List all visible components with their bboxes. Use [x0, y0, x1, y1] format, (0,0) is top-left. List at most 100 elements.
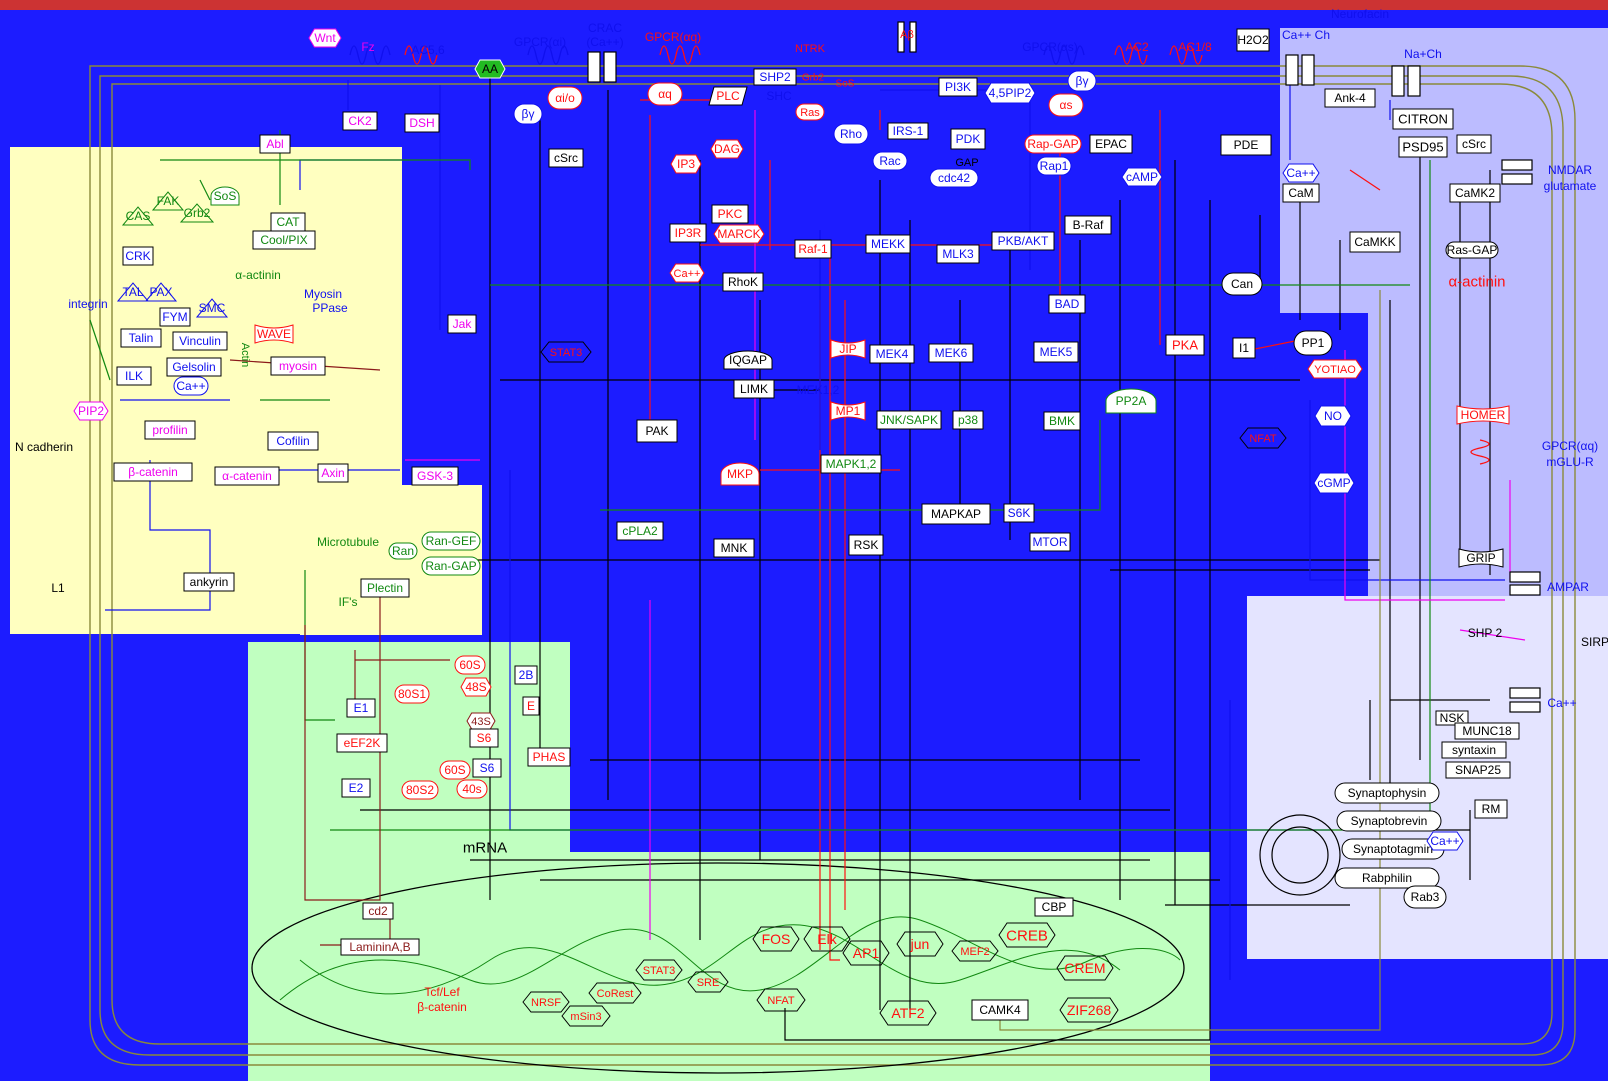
mlk3-label: MLK3: [942, 247, 974, 261]
mek4-label: MEK4: [876, 347, 909, 361]
nfat-n-label: NFAT: [767, 995, 795, 1007]
actinin-r-node: α-actinin: [1448, 273, 1505, 290]
pak-node: PAK: [637, 420, 677, 442]
ankyrin-label: ankyrin: [190, 575, 229, 589]
cas-label: CAS: [126, 209, 151, 223]
homer-node: HOMER: [1457, 406, 1509, 424]
i1-label: I1: [1239, 341, 1249, 355]
rsk-label: RSK: [854, 538, 879, 552]
crac-sub-label: (Ca++): [586, 35, 623, 49]
rab3-node: Rab3: [1404, 886, 1446, 908]
ca-l-label: Ca++: [176, 379, 205, 393]
pax-label: PAX: [149, 285, 172, 299]
gpcr-mglu-node: GPCR(αq): [1542, 439, 1598, 453]
s40-node: 40s: [457, 780, 487, 798]
grb2-label: Grb2: [802, 73, 825, 84]
shc-node: SHC: [766, 89, 792, 103]
rho-label: Rho: [840, 127, 862, 141]
talin-label: Talin: [129, 331, 154, 345]
tcflef-label: Tcf/Lef: [424, 985, 460, 999]
psd95-label: PSD95: [1402, 140, 1443, 155]
sos-l-label: SoS: [214, 189, 237, 203]
profilin-label: profilin: [152, 423, 187, 437]
e-label: E: [527, 699, 535, 713]
mp1-node: MP1: [831, 402, 865, 420]
integrin-label: integrin: [68, 297, 107, 311]
camk4-label: CAMK4: [979, 1003, 1021, 1017]
corest-label: CoRest: [597, 988, 634, 1000]
ran-node: Ran: [389, 543, 417, 559]
cam-label: CaM: [1288, 186, 1313, 200]
plc-label: PLC: [716, 89, 740, 103]
shp2b-label: SHP 2: [1468, 626, 1503, 640]
tcflef2-label: β-catenin: [417, 1000, 467, 1014]
gap-label: GAP: [955, 157, 978, 169]
epac-label: EPAC: [1095, 137, 1127, 151]
syntaxin-label: syntaxin: [1452, 743, 1496, 757]
sos-l-node: SoS: [211, 187, 239, 205]
ca-syn-label: Ca++: [1430, 834, 1459, 848]
ap1-label: AP1: [853, 945, 880, 961]
eef2k-node: eEF2K: [337, 734, 387, 752]
pka-node: PKA: [1166, 335, 1204, 355]
gpcr-ai-node: GPCR(αi): [514, 35, 566, 49]
laminin-node: LamininA,B: [341, 939, 419, 955]
glutamate-label: glutamate: [1544, 179, 1597, 193]
pde-label: PDE: [1234, 138, 1259, 152]
myosin-label: myosin: [279, 359, 317, 373]
sos-node: SoS: [836, 79, 855, 90]
nrsf-label: NRSF: [531, 997, 561, 1009]
cat-label: CAT: [276, 215, 300, 229]
dsh-node: DSH: [405, 114, 439, 132]
h2o2-label: H2O2: [1237, 33, 1269, 47]
crac-label: CRAC: [588, 21, 622, 35]
coolpix-label: Cool/PIX: [260, 233, 307, 247]
mek6-node: MEK6: [929, 344, 973, 362]
rho-node: Rho: [834, 124, 868, 144]
rac-label: Rac: [879, 154, 900, 168]
myosin-ppase2-node: PPase: [312, 301, 348, 315]
ac18-label: AC1/8: [1178, 40, 1212, 54]
microtubule-node: Microtubule: [317, 535, 379, 549]
synaptophysin-label: Synaptophysin: [1348, 786, 1427, 800]
snap25-label: SNAP25: [1455, 763, 1501, 777]
synaptobrevin-node: Synaptobrevin: [1337, 811, 1441, 831]
irs1-label: IRS-1: [893, 124, 924, 138]
ck2-label: CK2: [348, 114, 372, 128]
csrc-node: cSrc: [549, 149, 583, 167]
msin3-label: mSin3: [570, 1011, 601, 1023]
sos-label: SoS: [836, 79, 855, 90]
wnt-label: Wnt: [314, 31, 336, 45]
cdc42-node: cdc42: [930, 169, 978, 187]
limk-label: LIMK: [740, 382, 768, 396]
marck-label: MARCK: [717, 227, 760, 241]
ilk-label: ILK: [125, 369, 143, 383]
by2-node: βγ: [1068, 71, 1096, 91]
nach-node: Na+Ch: [1404, 47, 1442, 61]
camkk-label: CaMKK: [1354, 235, 1395, 249]
ampar-label: AMPAR: [1547, 580, 1589, 594]
csrc-label: cSrc: [554, 151, 578, 165]
gpcr-as-label: GPCR(αs): [1022, 40, 1078, 54]
axin-node: Axin: [318, 464, 348, 482]
homer-label: HOMER: [1461, 408, 1506, 422]
gsk3-label: GSK-3: [417, 469, 453, 483]
mp1-label: MP1: [836, 404, 861, 418]
s6b-label: S6: [480, 761, 495, 775]
rangap-node: Ran-GAP: [422, 557, 480, 575]
gelsolin-node: Gelsolin: [167, 358, 221, 376]
by1-label: βγ: [522, 107, 535, 121]
ac2-node: AC2: [1125, 40, 1149, 54]
nach-label: Na+Ch: [1404, 47, 1442, 61]
rm-node: RM: [1475, 800, 1507, 818]
mek5-label: MEK5: [1040, 345, 1073, 359]
can-node: Can: [1222, 273, 1262, 295]
ntrk-node: NTRK: [795, 43, 826, 55]
shp2b-node: SHP 2: [1468, 626, 1503, 640]
nmdar-label: NMDAR: [1548, 163, 1592, 177]
mkp-node: MKP: [721, 463, 759, 485]
ncadherin-node: N cadherin: [15, 440, 73, 454]
mef2-label: MEF2: [960, 946, 989, 958]
limk-node: LIMK: [734, 380, 774, 398]
stat3n-label: STAT3: [643, 965, 676, 977]
